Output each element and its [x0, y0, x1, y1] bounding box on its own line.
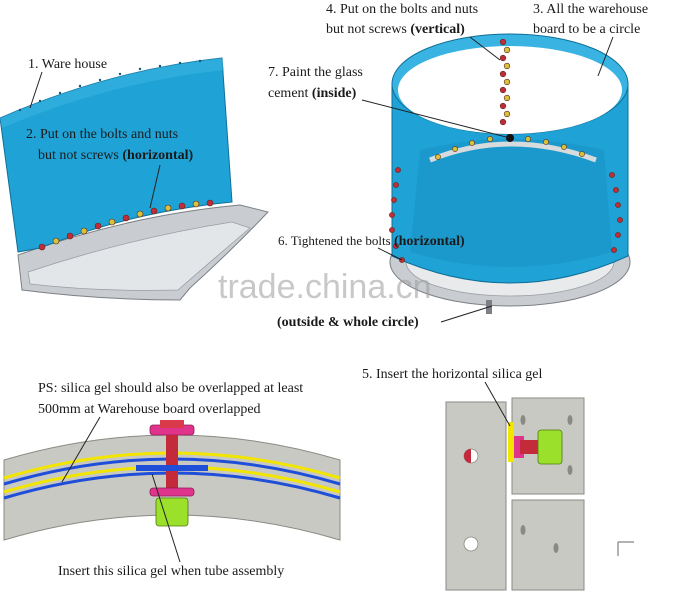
- label-insert-horizontal: 5. Insert the horizontal silica gel: [362, 367, 542, 382]
- leader-tighten: [377, 247, 403, 261]
- label-bolts-vertical-text: but not screws: [326, 22, 407, 37]
- inner-ring-bolts: [435, 136, 585, 160]
- vertical-seam-bolts: [499, 38, 514, 142]
- label-circle-line1: 3. All the warehouse: [533, 2, 648, 17]
- leader-outside: [440, 305, 493, 323]
- detail-nut: [537, 429, 563, 465]
- panel-highlight-left: [0, 58, 224, 128]
- cylinder-body: [391, 83, 629, 284]
- leader-insert-horizontal: [484, 381, 511, 427]
- label-paint-line1: 7. Paint the glass: [268, 65, 363, 80]
- nut: [155, 497, 189, 527]
- label-bolts-horizontal-text: but not screws: [38, 148, 119, 163]
- label-paint-line2: cement (inside): [268, 86, 357, 101]
- label-ps-line2: 500mm at Warehouse board overlapped: [38, 402, 261, 417]
- leader-ps: [61, 416, 101, 483]
- slot-2: [567, 415, 573, 425]
- vertical-flange-plate: [445, 401, 507, 591]
- slot-3: [567, 465, 573, 475]
- panel-holes-top-left: [18, 59, 202, 112]
- watermark: trade.china.cn: [218, 268, 432, 306]
- outer-right-bolts: [609, 172, 623, 253]
- hole-upper-red: [464, 449, 471, 463]
- label-paint-text: cement: [268, 86, 309, 101]
- label-paint-bold: (inside): [312, 86, 357, 101]
- warehouse-cylinder-figure-right: [389, 33, 631, 314]
- label-bolts-horizontal-line1: 2. Put on the bolts and nuts: [26, 127, 178, 142]
- label-bolts-vertical-bold: (vertical): [410, 22, 465, 37]
- warehouse-panel-figure-left: [0, 57, 269, 301]
- outer-left-bolts: [389, 167, 405, 263]
- label-tighten: 6. Tightened the bolts (horizontal): [278, 233, 465, 249]
- label-insert-tube: Insert this silica gel when tube assembl…: [58, 564, 284, 579]
- leader-paint: [361, 99, 511, 139]
- slot-5: [553, 543, 559, 553]
- lower-panel-plate: [511, 499, 585, 591]
- leader-circle: [597, 36, 614, 77]
- gel-strip-yellow: [508, 422, 514, 462]
- label-warehouse: 1. Ware house: [28, 57, 107, 72]
- hole-lower: [463, 536, 479, 552]
- leader-bolts-horizontal: [149, 164, 161, 209]
- inner-ledge: [429, 141, 597, 163]
- gel-strip-cross: [136, 465, 208, 471]
- label-bolts-vertical-line1: 4. Put on the bolts and nuts: [326, 2, 478, 17]
- horizontal-silica-gel-detail: [445, 397, 585, 591]
- label-tighten-text: 6. Tightened the bolts: [278, 233, 391, 248]
- bolt-head: [160, 420, 184, 428]
- detail-washer: [514, 436, 524, 458]
- washer-bottom: [149, 487, 195, 497]
- slot-4: [520, 525, 526, 535]
- label-outside-whole-circle: (outside & whole circle): [277, 315, 419, 330]
- detail-bolt: [520, 440, 540, 454]
- leader-insert-tube: [151, 473, 181, 563]
- label-ps-line1: PS: silica gel should also be overlapped…: [38, 381, 303, 396]
- label-circle-line2: board to be a circle: [533, 22, 640, 37]
- corner-mark: [617, 541, 634, 556]
- slot-1: [520, 415, 526, 425]
- cylinder-inner-shade: [410, 139, 612, 267]
- label-bolts-horizontal-line2: but not screws (horizontal): [38, 148, 193, 163]
- leader-warehouse: [29, 71, 43, 109]
- silica-gel-section-figure: [3, 420, 341, 541]
- label-tighten-bold: (horizontal): [394, 234, 465, 249]
- label-bolts-horizontal-bold: (horizontal): [122, 148, 193, 163]
- base-ring-left-inner: [27, 221, 251, 291]
- leader-bolts-vertical: [469, 36, 501, 61]
- cylinder-opening: [398, 46, 622, 134]
- horizontal-bolts-left: [38, 199, 214, 251]
- label-bolts-vertical-line2: but not screws (vertical): [326, 22, 465, 37]
